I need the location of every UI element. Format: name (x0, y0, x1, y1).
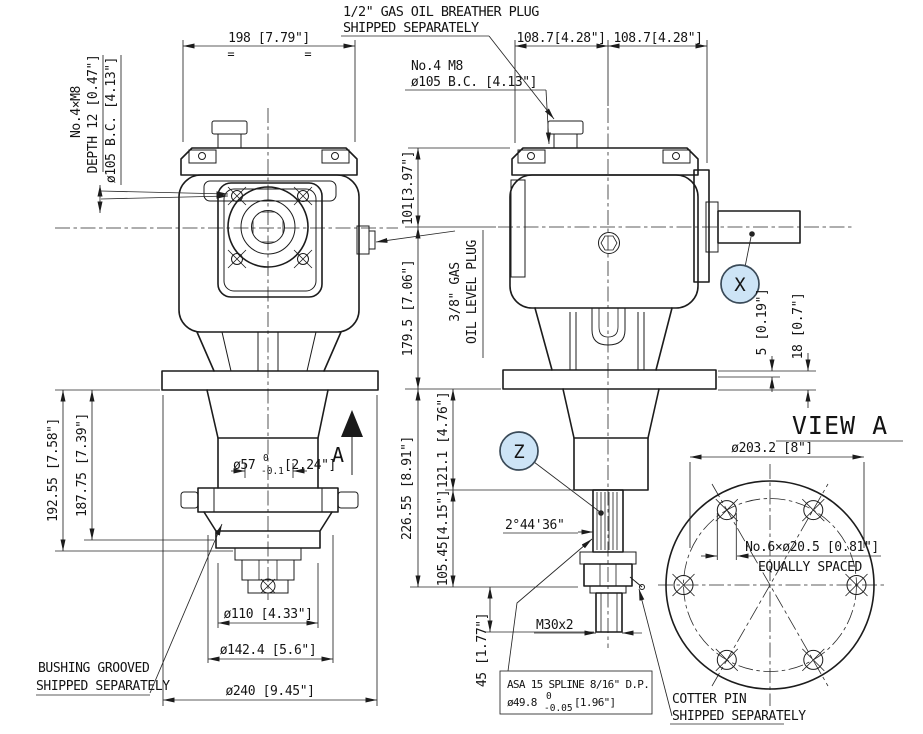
balloon-x-label: X (734, 274, 746, 296)
input-shaft-boss (227, 186, 309, 268)
dim-121: 121.1 [4.76"] (436, 392, 451, 489)
note-asa-tol-top: 0 (546, 691, 552, 702)
balloons (499, 231, 760, 516)
dimensions (36, 35, 903, 725)
horizontal-shaft (717, 210, 801, 244)
note-asa-tol-bot: -0.05 (544, 703, 573, 714)
equal-mark-right: = (304, 47, 311, 61)
note-oil-level-line2: OIL LEVEL PLUG (465, 239, 480, 344)
note-asa-inch: [1.96"] (574, 696, 615, 709)
dim-192: 192.55 [7.58"] (46, 418, 61, 522)
note-bolts-left-line1: No.4×M8 (69, 86, 84, 138)
dim-142: ø142.4 [5.6"] (220, 643, 317, 658)
note-bolts-right-line1: No.4 M8 (411, 59, 463, 74)
dim-57-inch: [2.24"] (284, 458, 336, 473)
breather-plug-front (211, 120, 248, 135)
dim-18: 18 [0.7"] (791, 293, 806, 360)
dim-179: 179.5 [7.06"] (401, 260, 416, 357)
view-a-flange (665, 480, 875, 690)
note-bushing-line2: SHIPPED SEPARATELY (36, 679, 170, 694)
note-bolts-left-line2: DEPTH 12 [0.47"] (86, 55, 101, 174)
flange-bolt-holes (672, 498, 868, 672)
note-oil-level-line1: 3/8" GAS (448, 262, 463, 321)
balloon-z-label: Z (513, 441, 524, 463)
flange-outline (665, 480, 875, 690)
dim-101: 101[3.97"] (401, 151, 416, 225)
dim-m30: M30x2 (536, 618, 573, 633)
mounting-flange-front (161, 370, 379, 391)
centerlines (55, 108, 886, 706)
note-flange-holes-line2: EQUALLY SPACED (758, 560, 863, 575)
dim-57-tol-top: 0 (263, 453, 269, 464)
note-breather-line2: SHIPPED SEPARATELY (343, 20, 479, 36)
section-arrow-label: A (332, 443, 344, 467)
dim-198: 198 [7.79"] (228, 31, 310, 46)
dim-187: 187.75 [7.39"] (75, 413, 90, 517)
note-asa-line1: ASA 15 SPLINE 8/16" D.P. (507, 678, 649, 691)
spline-spec-box (499, 670, 653, 715)
section-arrow (341, 410, 363, 437)
threaded-stud (595, 592, 623, 633)
note-cotter-line2: SHIPPED SEPARATELY (672, 709, 806, 724)
input-face-plate (217, 182, 323, 298)
dim-108a: 108.7[4.28"] (516, 31, 605, 46)
mounting-flange-side (502, 369, 717, 390)
note-bushing-line1: BUSHING GROOVED (38, 661, 150, 676)
note-asa-dia: ø49.8 (507, 696, 537, 709)
note-cotter-line1: COTTER PIN (672, 692, 746, 707)
balloon-x (720, 264, 760, 304)
note-bolts-left-line3: ø105 B.C. [4.13"] (104, 57, 119, 183)
view-a-label: VIEW A (792, 411, 888, 440)
front-view (161, 120, 379, 594)
dim-57-tol-bot: -0.1 (261, 466, 284, 477)
note-flange-holes-line1: No.6×ø20.5 [0.81"] (745, 540, 879, 555)
dim-203: ø203.2 [8"] (731, 441, 813, 456)
balloon-z (499, 431, 539, 471)
dim-45: 45 [1.77"] (475, 613, 490, 687)
note-bolts-right-line2: ø105 B.C. [4.13"] (411, 75, 537, 90)
output-face-plate (693, 169, 710, 283)
dim-240: ø240 [9.45"] (225, 684, 314, 699)
dim-5: 5 [0.19"] (755, 289, 770, 356)
dim-110: ø110 [4.33"] (223, 607, 312, 622)
side-view (502, 120, 801, 633)
dim-226: 226.55 [8.91"] (400, 436, 415, 540)
note-spline-angle: 2°44'36" (505, 518, 564, 533)
housing-side (509, 174, 699, 309)
dim-108b: 108.7[4.28"] (613, 31, 702, 46)
note-breather-line1: 1/2" GAS OIL BREATHER PLUG (343, 4, 539, 20)
dim-57: ø57 (233, 458, 255, 473)
dim-105: 105.45[4.15"] (436, 490, 451, 587)
equal-mark-left: = (227, 47, 234, 61)
breather-plug-side (547, 120, 584, 135)
annotations: 1/2" GAS OIL BREATHER PLUG SHIPPED SEPAR… (36, 4, 888, 724)
